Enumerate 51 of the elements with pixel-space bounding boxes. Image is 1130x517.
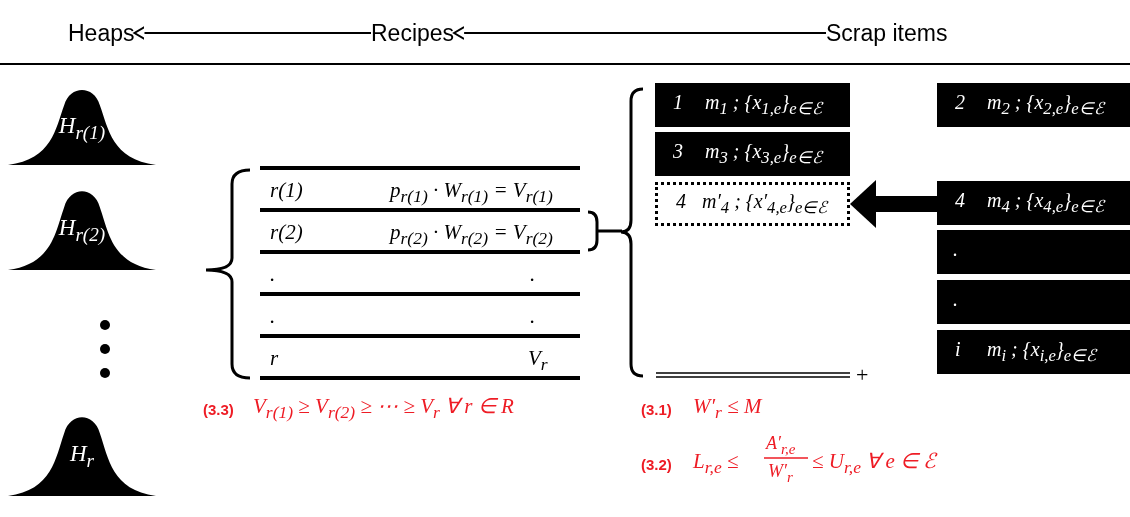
recipe-name: .	[270, 262, 276, 287]
item-formula: m$_{i}$ ; {x$_{i,e}$}$_{e∈ℰ}$	[987, 338, 1097, 366]
item-formula: m$_{4}$ ; {x$_{4,e}$}$_{e∈ℰ}$	[987, 189, 1104, 217]
equation-part: ≤ U$_{r,e}$ ∀ e ∈ ℰ	[812, 449, 937, 479]
recipe-value: .	[530, 304, 536, 329]
item-number: 1	[673, 91, 683, 114]
item-text: .	[953, 288, 958, 311]
scrap-item-bar	[937, 230, 1130, 274]
dotted-item-box	[655, 182, 850, 226]
recipe-value: p$_{r(2)}$ · W$_{r(2)}$ = V$_{r(2)}$	[390, 220, 553, 250]
equation: W′$_{r}$ ≤ M	[693, 394, 762, 424]
item-formula: m$_{3}$ ; {x$_{3,e}$}$_{e∈ℰ}$	[705, 140, 822, 168]
column-heading: Scrap items	[826, 18, 948, 48]
recipe-name: r(2)	[270, 220, 303, 245]
scrap-item-bar	[937, 181, 1130, 225]
column-heading: Heaps	[68, 18, 135, 48]
heap-label: H$_{r(1)}$	[57, 113, 107, 144]
recipe-name: .	[270, 304, 276, 329]
equation-number: (3.1)	[641, 401, 672, 418]
item-number: 4	[676, 190, 686, 213]
equation: V$_{r(1)}$ ≥ V$_{r(2)}$ ≥ ⋯ ≥ V$_{r}$ ∀ r ∈ R	[253, 394, 514, 424]
item-number: 3	[673, 140, 683, 163]
fraction-numerator: A′$_{r,e}$	[766, 433, 796, 458]
item-number: 4	[955, 189, 965, 212]
equation-part: L$_{r,e}$ ≤	[693, 449, 739, 479]
scrap-item-bar	[937, 280, 1130, 324]
equation-number: (3.2)	[641, 456, 672, 473]
scrap-item-bar	[937, 330, 1130, 374]
recipe-value: V$_{r}$	[528, 346, 548, 376]
plus-sign: +	[856, 362, 869, 388]
scrap-item-bar	[937, 83, 1130, 127]
arrow	[453, 26, 827, 40]
scrap-item-bar	[655, 132, 850, 176]
scrap-item-bar	[655, 83, 850, 127]
heap-label: H$_{r}$	[68, 441, 96, 472]
heap-label: H$_{r(2)}$	[57, 215, 107, 246]
arrow	[133, 26, 372, 40]
item-formula: m′$_{4}$ ; {x′$_{4,e}$}$_{e∈ℰ}$	[702, 190, 828, 218]
recipe-value: .	[530, 262, 536, 287]
item-formula: m$_{2}$ ; {x$_{2,e}$}$_{e∈ℰ}$	[987, 91, 1104, 119]
block-arrow	[850, 180, 937, 228]
item-text: .	[953, 238, 958, 261]
item-number: 2	[955, 91, 965, 114]
item-number: i	[955, 338, 961, 361]
recipe-name: r(1)	[270, 178, 303, 203]
column-heading: Recipes	[371, 18, 455, 48]
recipe-value: p$_{r(1)}$ · W$_{r(1)}$ = V$_{r(1)}$	[390, 178, 553, 208]
equation-number: (3.3)	[203, 401, 234, 418]
recipe-name: r	[270, 346, 279, 371]
fraction-denominator: W′$_{r}$	[768, 461, 793, 486]
item-formula: m$_{1}$ ; {x$_{1,e}$}$_{e∈ℰ}$	[705, 91, 822, 119]
